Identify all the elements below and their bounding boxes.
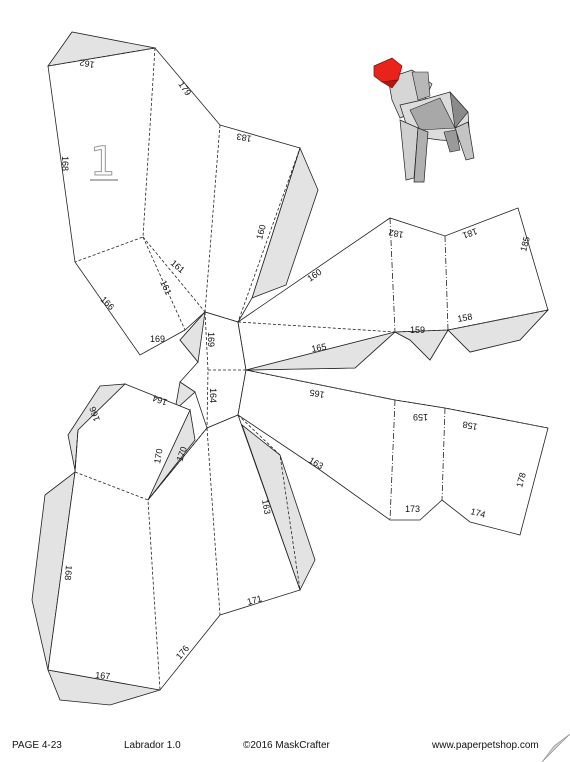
edge-label: 167 — [95, 670, 111, 681]
bottom-wing-piece — [31, 383, 316, 706]
edge-label: 163 — [260, 499, 272, 516]
fold-line — [74, 471, 161, 691]
edge-label: 168 — [60, 156, 70, 171]
page-number: PAGE 4-23 — [12, 740, 62, 751]
fold-line — [204, 311, 209, 429]
fold-line — [74, 47, 156, 263]
model-name: Labrador 1.0 — [124, 740, 181, 751]
edge-label: 158 — [457, 312, 474, 324]
edge-label: 169 — [206, 332, 216, 347]
edge-label: 169 — [150, 334, 165, 344]
page-footer: PAGE 4-23 Labrador 1.0 ©2016 MaskCrafter… — [0, 736, 570, 758]
edge-label: 171 — [246, 593, 263, 607]
fold-line — [237, 309, 549, 333]
edge-label: 178 — [514, 471, 528, 488]
edge-label: 165 — [311, 342, 328, 354]
edge-label: 181 — [461, 226, 479, 241]
fold-line — [204, 124, 221, 313]
part-outline — [47, 383, 301, 691]
fold-line — [444, 235, 449, 331]
part-number: 1 — [90, 139, 115, 185]
edge-label: 182 — [388, 227, 405, 239]
edge-label: 174 — [469, 506, 486, 520]
right-lower-strip — [237, 369, 549, 536]
top-wing-piece: 1 — [47, 31, 319, 356]
fold-line — [237, 414, 301, 591]
edge-label: 159 — [413, 412, 428, 422]
edge-label: 159 — [410, 325, 425, 335]
edge-label: 170 — [174, 445, 189, 463]
edge-label: 164 — [151, 393, 169, 408]
glue-tab — [174, 381, 196, 412]
edge-label: 173 — [405, 504, 420, 514]
fold-line — [441, 407, 446, 501]
copyright-text: ©2016 MaskCrafter — [243, 740, 330, 751]
edge-label: 166 — [87, 405, 102, 423]
glue-tab — [245, 331, 396, 371]
website-link[interactable]: www.paperpetshop.com — [432, 740, 539, 751]
fold-line — [74, 429, 79, 473]
right-upper-strip — [237, 207, 550, 371]
fold-line — [245, 369, 549, 429]
edge-label: 170 — [152, 448, 164, 465]
dog-icon — [373, 57, 475, 183]
fold-line — [147, 427, 208, 501]
edge-label: 158 — [462, 419, 479, 431]
page-curl-icon — [540, 732, 570, 762]
fold-line — [389, 399, 396, 521]
fold-line — [389, 217, 396, 333]
edge-label: 160 — [254, 223, 268, 240]
fold-line — [47, 47, 156, 67]
edge-label: 165 — [309, 387, 326, 399]
edge-label: 162 — [79, 57, 96, 69]
fold-line — [206, 427, 221, 616]
edge-label: 185 — [518, 235, 532, 252]
edge-label: 168 — [63, 565, 74, 581]
edge-label: 164 — [208, 388, 218, 403]
fold-line — [142, 236, 186, 331]
glue-tab — [447, 309, 550, 353]
edge-label: 183 — [236, 131, 253, 143]
center-body-piece — [174, 310, 247, 429]
glue-tab — [179, 310, 206, 363]
